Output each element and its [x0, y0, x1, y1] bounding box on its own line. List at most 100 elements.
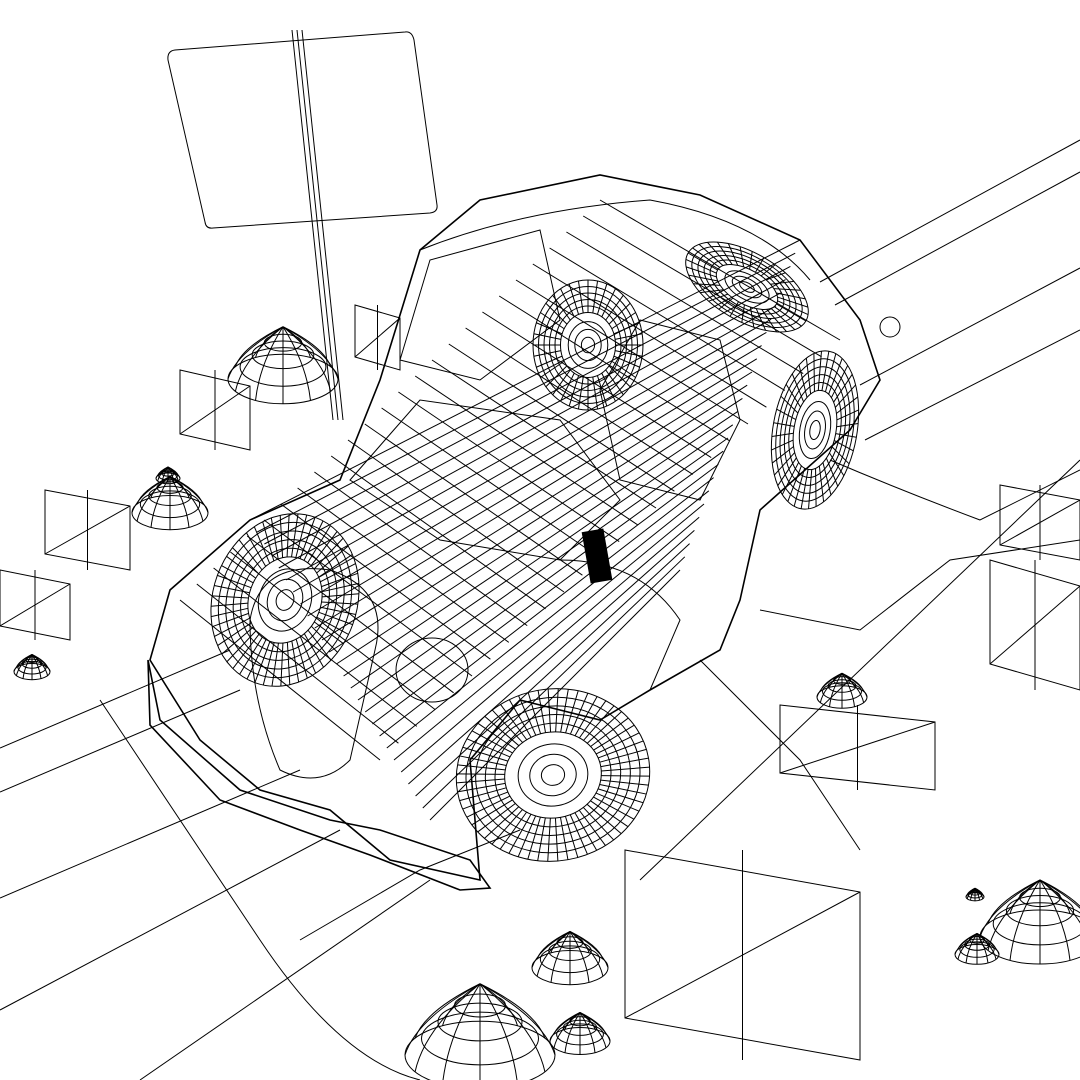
bush-meridian — [234, 326, 284, 367]
tire-tread — [597, 788, 644, 804]
car-mesh-line — [300, 331, 767, 605]
tire-tread — [599, 748, 647, 763]
tire-tread — [586, 803, 622, 834]
tire-tread — [741, 304, 745, 323]
road-curb — [829, 459, 1080, 521]
tire-tread — [592, 280, 599, 314]
road-line — [0, 689, 241, 793]
road-curb — [699, 659, 861, 851]
tire-tread — [593, 724, 635, 751]
car-floor — [349, 399, 621, 561]
bush-meridian — [234, 326, 284, 392]
hub-ring — [567, 321, 609, 369]
tire-tread — [569, 814, 588, 855]
tire-tread — [552, 294, 571, 321]
hub-ring — [540, 764, 566, 786]
tire-tread — [687, 252, 718, 271]
bush-meridian — [974, 887, 984, 895]
tire-tread — [773, 422, 795, 427]
tire-tread — [791, 373, 805, 403]
tire-tread — [600, 757, 649, 768]
tire-tread — [595, 792, 640, 812]
tire-tread — [787, 465, 802, 502]
tire-tread — [552, 369, 571, 396]
tire-tread — [785, 384, 801, 408]
tire-tread — [749, 251, 753, 270]
car-mesh-line — [566, 231, 804, 375]
tire-tread — [271, 643, 279, 687]
tire-tread — [818, 465, 825, 502]
tire-tread — [583, 705, 615, 741]
tire-tread — [459, 787, 507, 802]
bush-meridian — [404, 983, 481, 1056]
tire-tread — [536, 322, 563, 335]
bush-ring — [156, 481, 184, 494]
car-mesh-line — [398, 391, 620, 543]
tire-tread — [578, 809, 606, 846]
road-line — [864, 329, 1080, 441]
tire-tread — [462, 746, 509, 762]
tire-tread — [459, 755, 507, 766]
tire-tread — [836, 423, 859, 428]
tire-tread — [568, 283, 580, 315]
bush-ring — [556, 936, 584, 949]
bush-ring — [971, 888, 979, 893]
tire-tread — [559, 817, 569, 860]
car-mesh-line — [264, 265, 791, 545]
bush-ring — [959, 941, 995, 958]
wheels — [210, 241, 860, 862]
car-mesh-line — [381, 407, 602, 559]
tire-tread — [693, 283, 721, 286]
tire-tread — [590, 717, 629, 747]
tire-tread — [457, 782, 506, 793]
tire-tread — [766, 308, 787, 332]
hub-ring — [275, 589, 295, 611]
tire-tread — [537, 690, 547, 733]
tire-tread — [295, 514, 308, 558]
tire-tread — [836, 409, 859, 421]
tire-tread — [586, 711, 622, 744]
bush-ring — [158, 471, 178, 481]
tire-tread — [517, 815, 537, 857]
bush-meridian — [255, 326, 284, 401]
bush-meridian — [479, 983, 546, 1039]
car-wireframe — [147, 174, 901, 891]
tire-tread — [590, 800, 629, 828]
tire-tread — [729, 301, 739, 317]
bush-ring — [556, 1023, 604, 1046]
tire-tread — [798, 364, 808, 398]
bush-ring — [163, 468, 173, 473]
tire-tread — [299, 636, 317, 674]
bush-ring — [21, 658, 43, 669]
tire-tread — [749, 307, 755, 328]
bush-ring — [822, 682, 862, 701]
tire-tread — [221, 626, 254, 655]
bush-ring — [548, 940, 592, 961]
bush-meridian — [979, 879, 1041, 938]
plane-quad — [779, 704, 936, 791]
tire-tread — [718, 297, 734, 310]
tire-tread — [555, 688, 559, 732]
car-mesh-line — [408, 530, 695, 785]
tire-tread — [239, 636, 263, 675]
tire-tread — [708, 293, 729, 302]
tire-tread — [569, 693, 589, 735]
car-mesh-line — [314, 358, 758, 629]
car-mesh-line — [196, 583, 399, 744]
bush-ring — [148, 485, 192, 506]
tire-tread — [508, 699, 532, 738]
car-mesh-line — [347, 439, 565, 593]
tire-tread — [597, 740, 644, 759]
bush-ring — [160, 469, 176, 477]
tire-tread — [770, 280, 794, 285]
bush-meridian — [564, 1012, 581, 1053]
tire-tread — [685, 258, 717, 274]
tire-tread — [212, 612, 249, 628]
tire-tread — [595, 732, 640, 755]
tire-tread — [774, 452, 796, 476]
tire-ring — [691, 246, 803, 328]
tire-tread — [214, 617, 250, 637]
foliage-planes — [0, 304, 1080, 1061]
tire-tread — [776, 303, 807, 322]
